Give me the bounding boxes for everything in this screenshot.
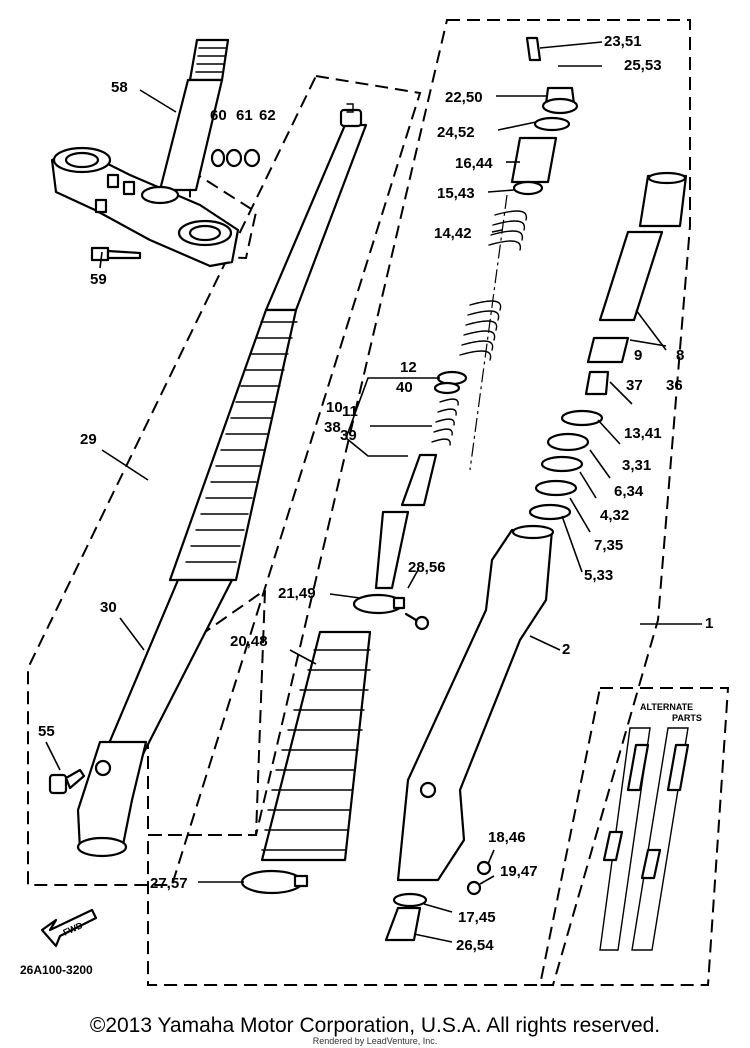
callout-16-44: 16,44: [455, 155, 493, 172]
callout-4-32: 4,32: [600, 507, 629, 524]
callout-1: 1: [705, 615, 713, 632]
boot-band-lower: [240, 869, 309, 895]
callout-39: 39: [340, 427, 357, 444]
alternate-parts-label-line2: PARTS: [672, 713, 702, 723]
callout-29: 29: [80, 431, 97, 448]
outer-tube-group-outline: [27, 74, 422, 886]
inner-tube-set: [598, 230, 664, 322]
piston-metal: [586, 336, 630, 364]
fwd-arrow-icon: FWD: [40, 908, 98, 948]
right-outer-tube: [396, 524, 555, 882]
air-valve: [525, 36, 542, 62]
diagram-code: 26A100-3200: [20, 963, 93, 977]
rebound-spring-assembly: [431, 370, 468, 446]
spring-seat: [512, 180, 544, 196]
callout-59: 59: [90, 271, 107, 288]
callout-24-52: 24,52: [437, 124, 475, 141]
cylinder-bolt: [384, 892, 428, 942]
callout-62: 62: [259, 107, 276, 124]
fork-exploded-diagram: FWD 58 60: [20, 19, 730, 986]
leader-lines: [45, 41, 702, 943]
left-fork-inner-tube: [264, 103, 368, 312]
callout-61: 61: [236, 107, 253, 124]
callout-9: 9: [634, 347, 642, 364]
callout-12: 12: [400, 359, 417, 376]
slide-metal: [638, 171, 688, 228]
stem-nut-washers: [210, 148, 261, 168]
copyright-footer: ©2013 Yamaha Motor Corporation, U.S.A. A…: [89, 1014, 661, 1037]
callout-20-48: 20,48: [230, 633, 268, 650]
fork-spring: [459, 194, 528, 471]
callout-30: 30: [100, 599, 117, 616]
callout-26-54: 26,54: [456, 937, 494, 954]
callout-19-47: 19,47: [500, 863, 538, 880]
boot-band-screw: [404, 612, 430, 631]
callout-21-49: 21,49: [278, 585, 316, 602]
callout-28-56: 28,56: [408, 559, 446, 576]
callout-15-43: 15,43: [437, 185, 475, 202]
lower-boot: [260, 630, 372, 862]
alternate-parts-label-line1: ALTERNATE: [640, 702, 693, 712]
callout-13-41: 13,41: [624, 425, 662, 442]
drain-bolts: [466, 860, 492, 896]
left-axle-bolt: [48, 768, 86, 795]
spring-spacer-pipe: [510, 136, 558, 184]
callout-55: 55: [38, 723, 55, 740]
callout-23-51: 23,51: [604, 33, 642, 50]
callout-25-53: 25,53: [624, 57, 662, 74]
callout-17-45: 17,45: [458, 909, 496, 926]
boot-band-upper: [352, 593, 406, 615]
damper-rod: [374, 453, 438, 590]
callout-7-35: 7,35: [594, 537, 623, 554]
callout-40: 40: [396, 379, 413, 396]
callout-10: 10: [326, 399, 343, 416]
callout-37: 37: [626, 377, 643, 394]
left-fork-boot: [168, 308, 298, 582]
callout-36: 36: [666, 377, 683, 394]
clamp-bolt: [90, 246, 142, 262]
oil-lock-piece: [584, 370, 610, 396]
callout-18-46: 18,46: [488, 829, 526, 846]
triple-clamp: [50, 146, 240, 268]
callout-8: 8: [676, 347, 684, 364]
seals-and-washers: [528, 409, 604, 521]
alternate-parts-outline: [538, 687, 730, 986]
o-ring-cap: [533, 116, 571, 132]
callout-22-50: 22,50: [445, 89, 483, 106]
callout-3-31: 3,31: [622, 457, 651, 474]
callout-60: 60: [210, 107, 227, 124]
callout-2: 2: [562, 641, 570, 658]
rendered-by-credit: Rendered by LeadVenture, Inc.: [312, 1036, 438, 1046]
alternate-parts-fork-outline: [599, 727, 690, 951]
callout-38: 38: [324, 419, 341, 436]
callout-58: 58: [111, 79, 128, 96]
steering-stem: [158, 38, 230, 192]
callout-6-34: 6,34: [614, 483, 644, 500]
callout-27-57: 27,57: [150, 875, 188, 892]
callout-11: 11: [342, 403, 358, 420]
callout-14-42: 14,42: [434, 225, 472, 242]
cap-bolt: [541, 86, 579, 115]
callout-5-33: 5,33: [584, 567, 613, 584]
left-fork-outer-tube: [76, 578, 234, 858]
